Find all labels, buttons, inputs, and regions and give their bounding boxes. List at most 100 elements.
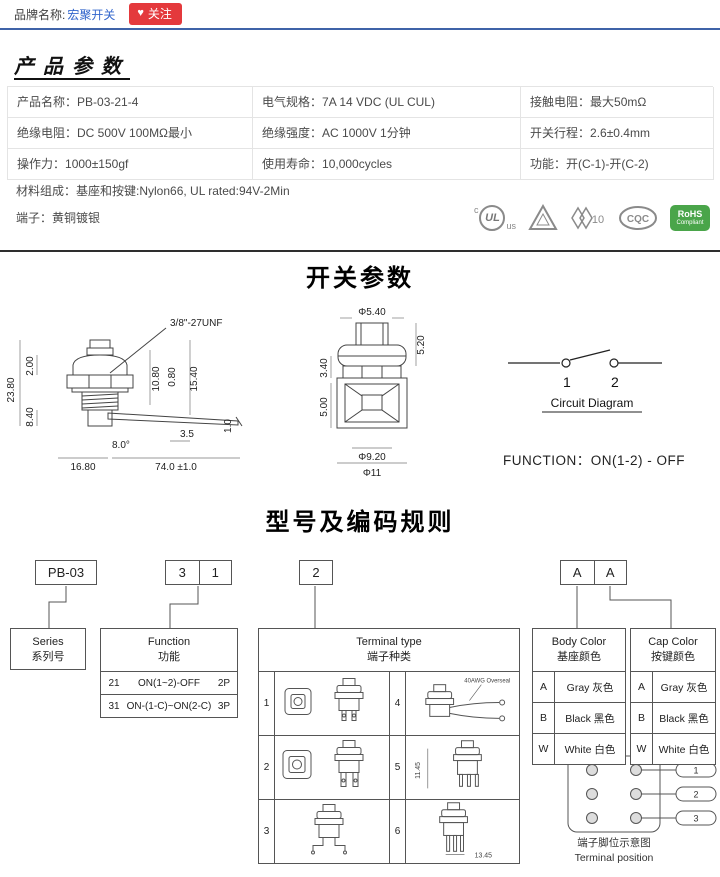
- follow-button[interactable]: ♥ 关注: [129, 3, 182, 25]
- dim-5-00: 5.00: [319, 397, 330, 417]
- front-view-dims: Φ5.40 5.20 3.40 5.00 Φ9.20 Φ11: [319, 307, 427, 479]
- annotation-overseal: 40AWG Overseal: [464, 679, 510, 685]
- spec-travel: 开关行程：2.6±0.4mm: [521, 118, 714, 149]
- terminal-type-illustration-5: 11.45: [406, 736, 519, 799]
- color-name: White 白色: [658, 743, 710, 756]
- circuit-diagram: [508, 349, 662, 413]
- dim-1-0: 1.0: [223, 419, 234, 433]
- terminal-type-number: 5: [390, 736, 406, 799]
- series-box: Series 系列号: [10, 628, 86, 670]
- ul-us-mark: us: [506, 221, 516, 231]
- rohs-logo: RoHS Compliant: [670, 205, 710, 231]
- side-view-dim-lines: [19, 340, 240, 459]
- spec-product-name: 产品名称：PB-03-21-4: [8, 87, 253, 118]
- spec-terminal: 端子：黄铜镀银: [16, 211, 101, 225]
- front-view-drawing: [336, 322, 408, 429]
- dim-15-40: 15.40: [189, 366, 200, 391]
- terminal-type-number: 3: [259, 800, 275, 863]
- dim-outer-dia: Φ11: [363, 468, 382, 479]
- terminal-position-caption-en: Terminal position: [575, 852, 654, 864]
- color-code: B: [533, 703, 555, 733]
- terminal-type-cell-5: 5 11.45: [389, 735, 519, 799]
- dim-10-80: 10.80: [151, 366, 162, 391]
- product-params-title: 产品参数: [14, 54, 130, 78]
- terminal-type-cell-6: 6 13.45: [389, 799, 519, 863]
- switch-params-heading: 开关参数: [306, 265, 414, 292]
- terminal-header-en: Terminal type: [356, 635, 422, 648]
- annotation-11-45: 11.45: [415, 762, 422, 779]
- side-view-drawing: [66, 327, 243, 427]
- rohs-subtext: Compliant: [676, 219, 704, 226]
- cap-color-header-zh: 按键颜色: [651, 651, 695, 663]
- terminal-type-cell-2: 2: [259, 735, 389, 799]
- color-name: White 白色: [564, 743, 616, 756]
- terminal-type-number: 1: [259, 672, 275, 735]
- body-color-row: A Gray 灰色: [533, 671, 625, 702]
- terminal-type-illustration-4: 40AWG Overseal: [406, 672, 519, 735]
- terminal-type-illustration-1: [275, 672, 389, 735]
- spec-function: 功能：开(C-1)-开(C-2): [521, 149, 714, 180]
- color-name: Gray 灰色: [566, 681, 614, 694]
- terminal-header-zh: 端子种类: [367, 651, 411, 663]
- series-label-zh: 系列号: [31, 651, 65, 663]
- function-table: Function 功能 21 ON(1~2)-OFF 2P 31 ON-(1-C…: [100, 628, 238, 718]
- ul-c-mark: c: [473, 205, 479, 215]
- function-poles: 2P: [217, 677, 231, 689]
- pin-tag-3: 3: [693, 814, 698, 824]
- vde-logo: [528, 204, 558, 232]
- code-box-terminal: 2: [299, 560, 333, 585]
- cqc-text: CQC: [627, 214, 649, 225]
- cap-color-table: Cap Color 按键颜色 A Gray 灰色 B Black 黑色 W Wh…: [630, 628, 716, 765]
- connector-lines: [48, 586, 672, 628]
- color-code: W: [533, 734, 555, 764]
- spec-insulation-resistance: 绝缘电阻：DC 500V 100MΩ最小: [8, 118, 253, 149]
- ul-circle-mark: UL: [479, 205, 506, 231]
- terminal-type-grid: 1 4: [259, 671, 519, 863]
- terminal-type-illustration-6: 13.45: [406, 800, 519, 863]
- body-color-header-zh: 基座颜色: [557, 651, 601, 663]
- dim-74-0: 74.0 ±1.0: [155, 462, 197, 473]
- dim-0-80: 0.80: [167, 367, 178, 387]
- color-name: Gray 灰色: [660, 681, 708, 694]
- color-name: Black 黑色: [565, 712, 615, 725]
- body-color-table: Body Color 基座颜色 A Gray 灰色 B Black 黑色 W W…: [532, 628, 626, 765]
- terminal-type-cell-1: 1: [259, 671, 389, 735]
- function-row: 21 ON(1~2)-OFF 2P: [101, 671, 237, 694]
- circuit-labels: 1 2 Circuit Diagram: [551, 374, 634, 410]
- terminal-position-caption-zh: 端子脚位示意图: [577, 836, 651, 849]
- function-desc: ON-(1-C)~ON(2-C): [126, 700, 212, 712]
- spec-materials: 材料组成：基座和按键:Nylon66, UL rated:94V-2Min: [16, 184, 290, 198]
- function-code: 21: [108, 677, 120, 689]
- contact-2-label: 2: [611, 374, 619, 390]
- dim-23-80: 23.80: [6, 377, 17, 402]
- cap-color-row: B Black 黑色: [631, 702, 715, 733]
- dim-3-5: 3.5: [180, 429, 194, 440]
- color-name: Black 黑色: [659, 712, 709, 725]
- coding-connectors: 1 2 3 端子脚位示意图 Terminal position: [48, 586, 717, 864]
- brand-name-link[interactable]: 宏聚开关: [67, 7, 116, 22]
- brand-label: 品牌名称:: [14, 7, 66, 22]
- contact-1-label: 1: [563, 374, 571, 390]
- function-text: FUNCTION：ON(1-2) - OFF: [503, 453, 685, 468]
- body-color-row: B Black 黑色: [533, 702, 625, 733]
- front-view-dim-lines: [330, 317, 417, 464]
- code-box-colors: A A: [560, 560, 627, 585]
- technical-drawings: 3/8"-27UNF 23.80 2.00 8.40 10.80 0.80 15…: [6, 307, 662, 479]
- terminal-type-cell-3: 3: [259, 799, 389, 863]
- spec-dielectric-strength: 绝缘强度：AC 1000V 1分钟: [253, 118, 521, 149]
- pin-tag-1: 1: [693, 766, 698, 776]
- pin-tag-2: 2: [693, 790, 698, 800]
- dim-5-20: 5.20: [416, 335, 427, 355]
- cap-color-row: A Gray 灰色: [631, 671, 715, 702]
- cqc-logo: CQC: [618, 205, 658, 231]
- enec-number: 10: [592, 214, 604, 226]
- annotation-13-45: 13.45: [475, 852, 492, 859]
- cap-color-row: W White 白色: [631, 733, 715, 764]
- code-box-function: 3 1: [165, 560, 232, 585]
- terminal-type-number: 4: [390, 672, 406, 735]
- dim-hole-dia: Φ9.20: [358, 452, 386, 463]
- dim-cap-dia: Φ5.40: [358, 307, 386, 318]
- function-header-zh: 功能: [158, 651, 180, 663]
- dim-3-40: 3.40: [319, 358, 330, 378]
- spec-table: 产品名称：PB-03-21-4 电气规格：7A 14 VDC (UL CUL) …: [7, 86, 714, 180]
